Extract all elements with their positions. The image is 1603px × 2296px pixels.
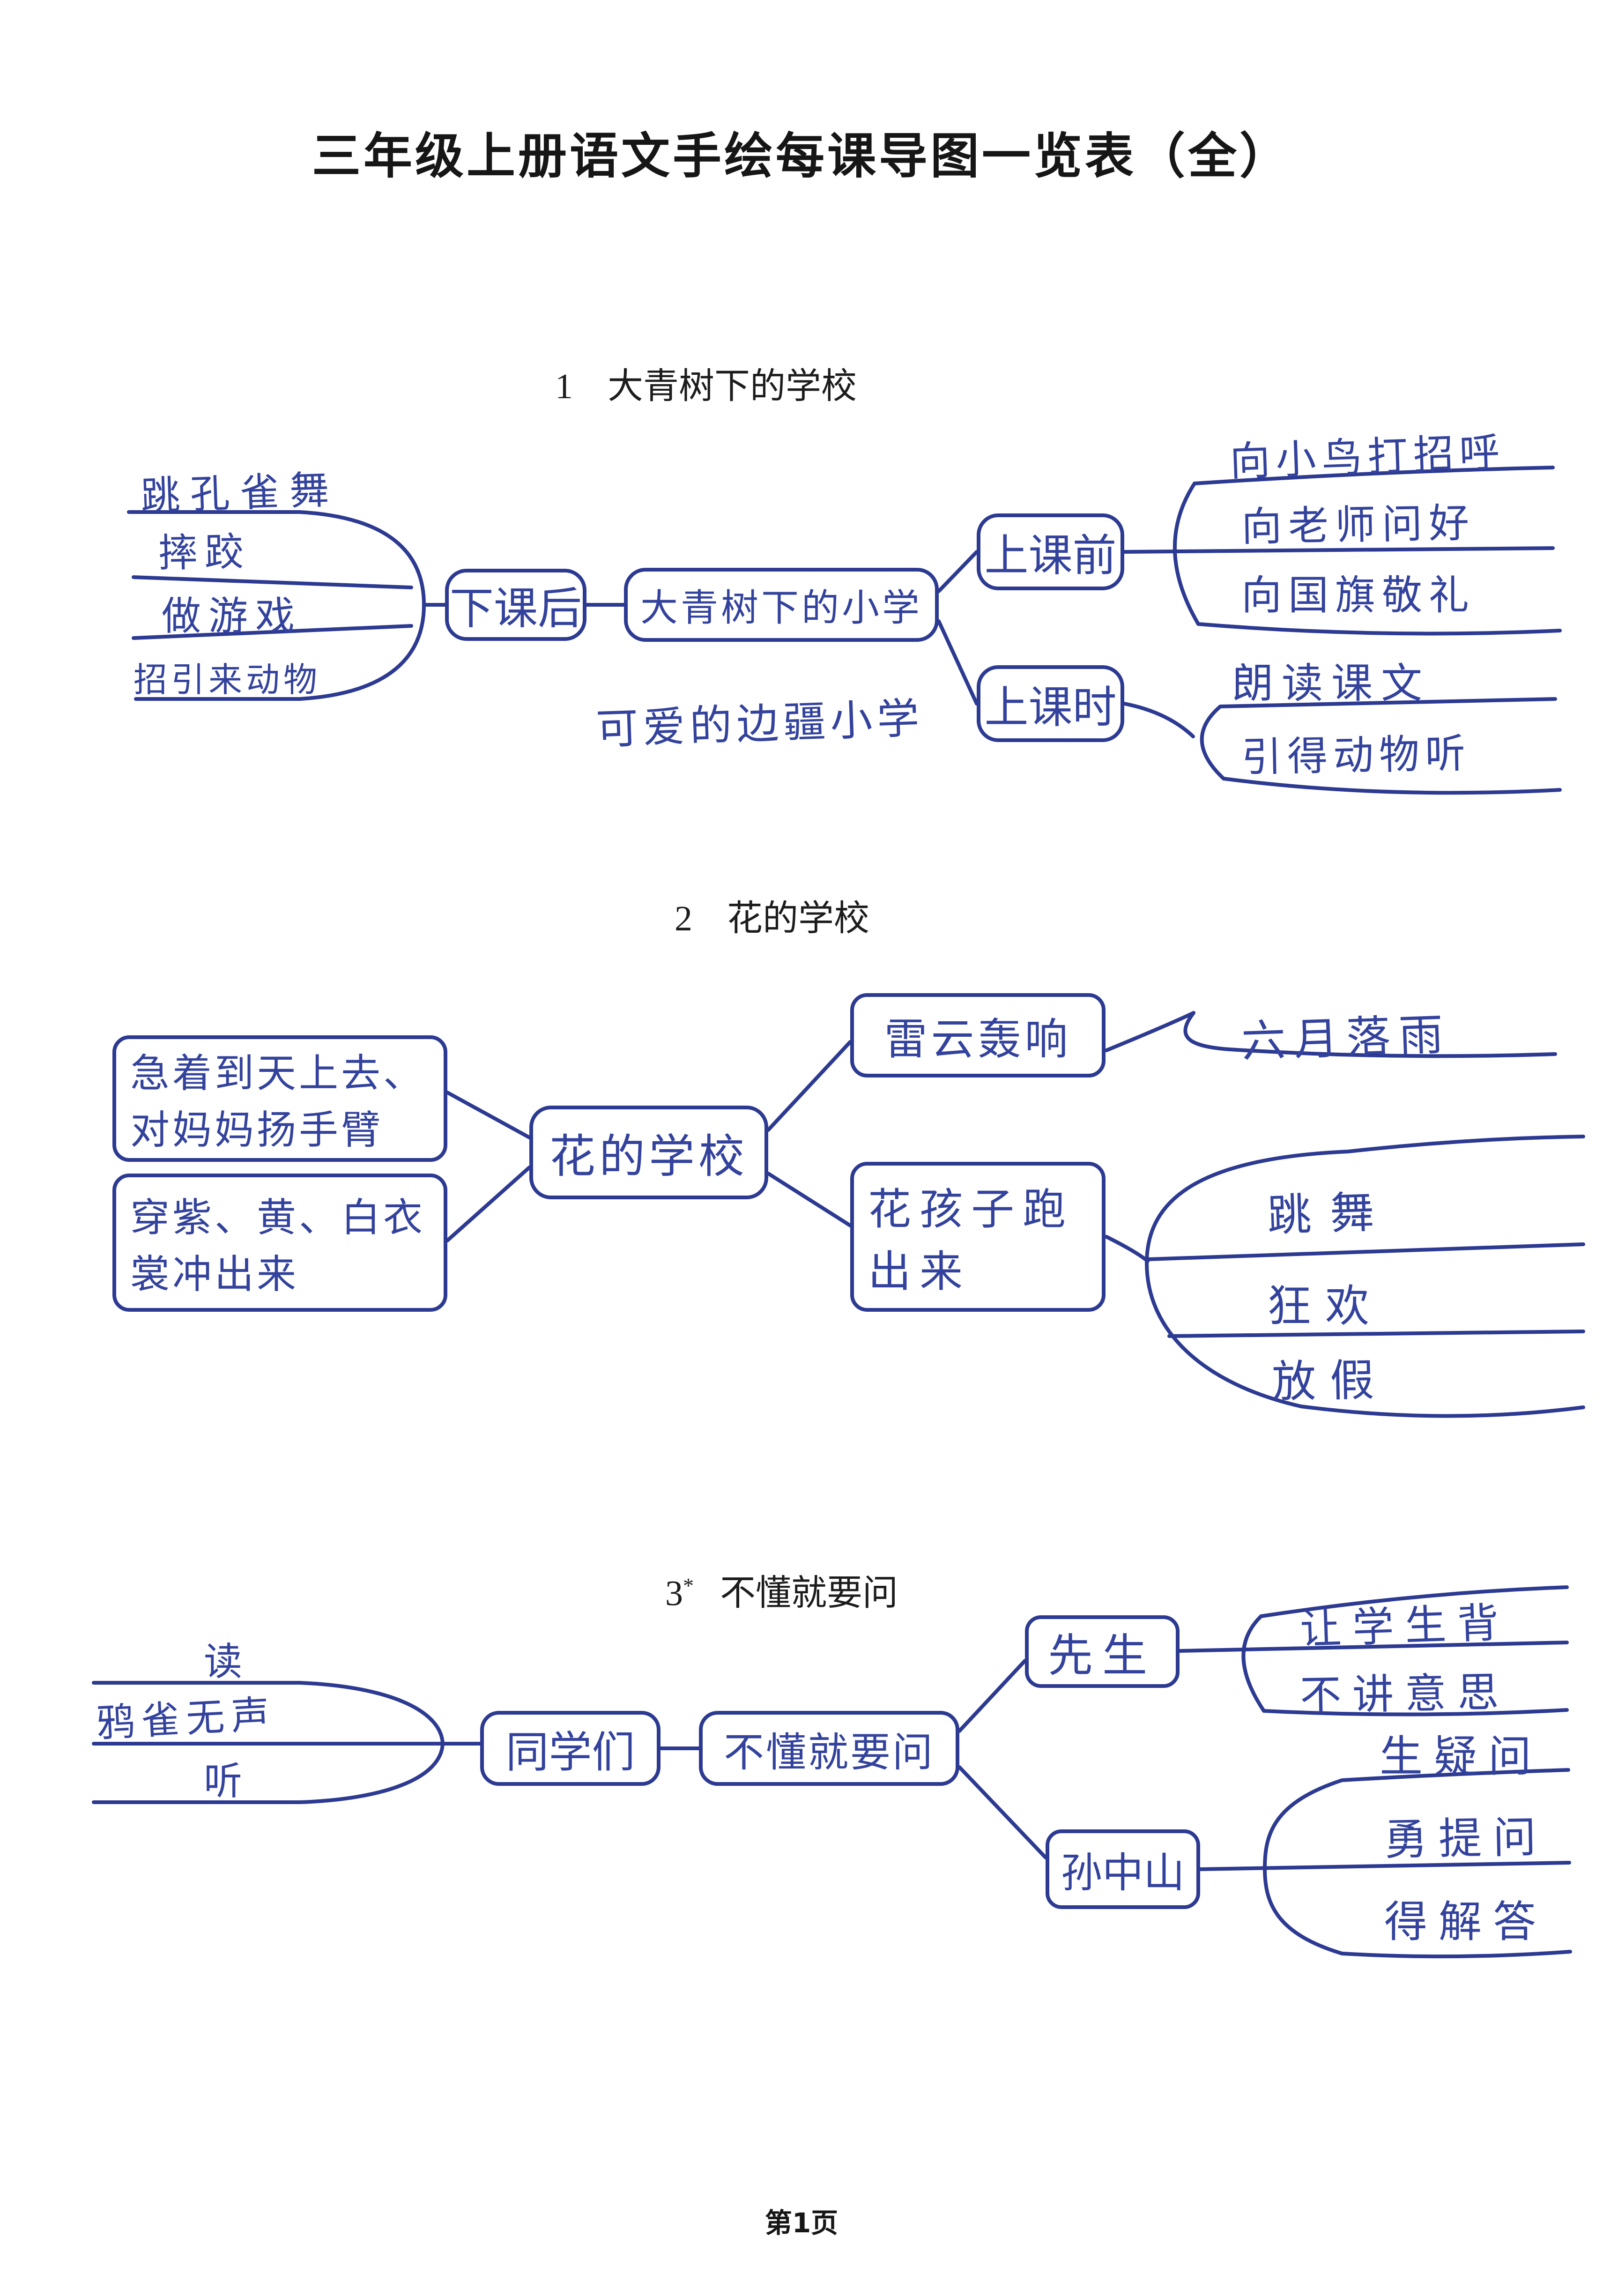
node-left-box-2: 穿紫、黄、白衣 裳冲出来	[112, 1174, 447, 1312]
node-in-class: 上课时	[977, 665, 1124, 742]
node-label-line: 急着到天上去、	[130, 1050, 426, 1096]
leaf-item: 鸦雀无声	[95, 1692, 277, 1746]
leaf-item: 跳孔雀舞	[140, 466, 340, 520]
node-flower-children: 花孩子跑 出来	[850, 1162, 1106, 1312]
node-label-line: 裳冲出来	[130, 1251, 299, 1297]
leaf-item: 狂欢	[1267, 1281, 1384, 1332]
lesson-1-number: 1	[555, 367, 573, 406]
leaf-item: 六月落雨	[1240, 1009, 1453, 1068]
leaf-item: 朗读课文	[1232, 659, 1431, 707]
leaf-item: 让学生背	[1299, 1598, 1511, 1654]
lesson-3-star: *	[683, 1573, 694, 1598]
node-before-class: 上课前	[977, 513, 1124, 590]
node-label: 上课前	[984, 530, 1117, 581]
node-label: 雷云轰响	[884, 1014, 1072, 1064]
node-label-line: 对妈妈扬手臂	[130, 1107, 384, 1153]
node-label: 不懂就要问	[724, 1729, 935, 1776]
node-classmates: 同学们	[480, 1711, 660, 1786]
leaf-item: 向小鸟打招呼	[1229, 429, 1506, 486]
lesson-2-title: 花的学校	[727, 899, 869, 938]
leaf-item: 向老师问好	[1241, 499, 1476, 551]
leaf-item: 听	[204, 1759, 243, 1804]
node-label: 先生	[1048, 1629, 1157, 1682]
page-number: 第1页	[764, 2207, 839, 2239]
node-root-lesson-2: 花的学校	[529, 1106, 768, 1199]
node-label-line: 花孩子跑	[868, 1184, 1075, 1234]
leaf-item: 摔跤	[158, 528, 251, 576]
node-thunder: 雷云轰响	[850, 993, 1106, 1077]
leaf-item: 招引来动物	[134, 660, 321, 699]
leaf-item: 放假	[1271, 1354, 1389, 1408]
node-label: 花的学校	[549, 1130, 748, 1183]
lesson-1-heading: 1 大青树下的学校	[555, 357, 857, 409]
lesson-2-heading: 2 花的学校	[675, 889, 869, 941]
page-title: 三年级上册语文手绘每课导图一览表（全）	[312, 127, 1291, 185]
node-root-lesson-1: 大青树下的小学	[624, 568, 939, 642]
node-label: 同学们	[505, 1727, 635, 1777]
node-label: 孙中山	[1061, 1848, 1185, 1897]
leaf-item: 向国旗敬礼	[1241, 572, 1476, 619]
lesson-3-number-text: 3	[665, 1574, 683, 1613]
node-label: 上课时	[984, 682, 1117, 733]
node-teacher: 先生	[1025, 1615, 1180, 1688]
leaf-item: 生疑问	[1380, 1731, 1543, 1782]
node-root-lesson-3: 不懂就要问	[699, 1711, 959, 1786]
leaf-item: 读	[204, 1640, 243, 1684]
node-label: 下课后	[449, 583, 582, 634]
lesson-3-heading: 3* 不懂就要问	[665, 1564, 898, 1615]
leaf-item: 引得动物听	[1241, 730, 1471, 781]
leaf-item: 勇提问	[1384, 1812, 1548, 1865]
lesson-3-title: 不懂就要问	[720, 1574, 898, 1613]
lesson-3-number: 3*	[665, 1573, 694, 1614]
node-label: 大青树下的小学	[640, 586, 922, 630]
leaf-item: 不讲意思	[1299, 1668, 1511, 1720]
lesson-1-title: 大青树下的学校	[608, 367, 857, 406]
node-label-line: 出来	[868, 1247, 972, 1297]
leaf-item: 跳舞	[1266, 1186, 1394, 1242]
leaf-item: 做游戏	[162, 593, 303, 639]
node-label-line: 穿紫、黄、白衣	[130, 1194, 426, 1241]
lesson-2-number: 2	[675, 899, 692, 938]
node-after-class: 下课后	[445, 569, 586, 641]
node-left-box-1: 急着到天上去、 对妈妈扬手臂	[112, 1035, 447, 1162]
root-note: 可爱的边疆小学	[595, 693, 925, 755]
node-sun-yat-sen: 孙中山	[1046, 1829, 1200, 1909]
leaf-item: 得解答	[1384, 1897, 1548, 1947]
